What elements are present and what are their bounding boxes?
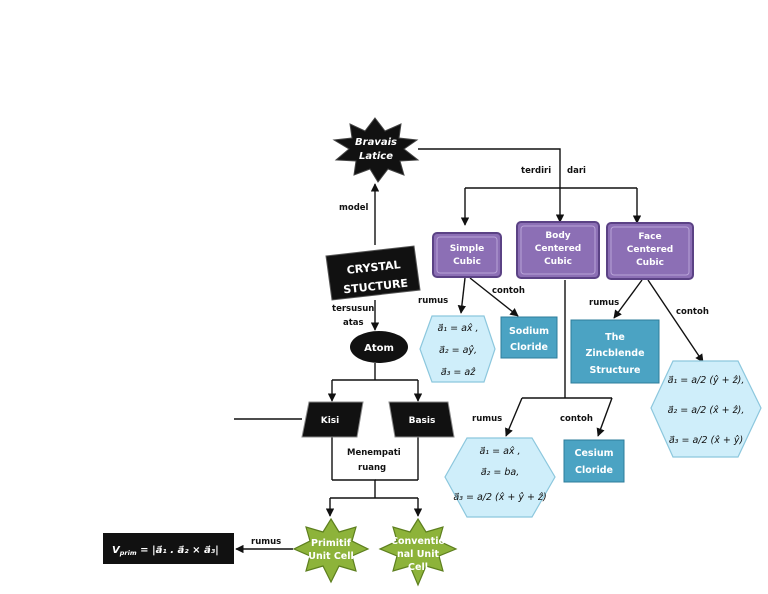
atom-node: Atom [350, 331, 408, 363]
label-terdiri: terdiri [521, 166, 551, 176]
label-rumus-fcc: rumus [589, 298, 619, 308]
conventional-line1: Conventio [391, 536, 445, 547]
sc-formula-1: a⃗₁ = ax̂ , [437, 323, 478, 334]
primitif-line1: Primitif [311, 538, 352, 549]
relation-labels: model terdiri dari tersusun atas Menempa… [251, 166, 709, 547]
basis-label: Basis [409, 416, 436, 426]
cesium-chloride-node: Cesium Cloride [563, 439, 625, 483]
sc-formula-3: a⃗₃ = aẑ [441, 367, 476, 378]
label-ruang: ruang [358, 463, 386, 473]
sodium-chloride-node: Sodium Cloride [500, 316, 558, 359]
svg-text:Vprim = |a⃗₁ . a⃗₂ × a⃗₃|: Vprim = |a⃗₁ . a⃗₂ × a⃗₃| [112, 545, 219, 557]
primitif-line2: Unit Cell [308, 551, 354, 562]
zincblende-line2: Zincblende [585, 348, 644, 359]
label-contoh-fcc: contoh [676, 307, 709, 317]
label-contoh-sc: contoh [492, 286, 525, 296]
volume-sub: prim [119, 549, 137, 557]
label-contoh-bcc: contoh [560, 414, 593, 424]
bravais-line2: Latice [359, 151, 393, 162]
bcc-line2: Centered [535, 244, 582, 254]
bcc-line3: Cubic [544, 257, 572, 267]
label-rumus-volume: rumus [251, 537, 281, 547]
crystal-line1: CRYSTAL [346, 258, 401, 277]
fcc-node: Face Centered Cubic [606, 222, 694, 280]
bcc-formula-2: a⃗₂ = ba, [481, 467, 520, 478]
label-tersusun: tersusun [332, 304, 374, 314]
fcc-line2: Centered [627, 245, 674, 255]
kisi-node: Kisi [301, 401, 364, 438]
label-rumus-bcc: rumus [472, 414, 502, 424]
bravais-lattice-node: Bravais Latice [332, 117, 420, 183]
conventional-unit-cell-node: Conventio nal Unit Cell [378, 517, 458, 587]
conventional-line2: nal Unit [397, 549, 439, 560]
bcc-formula-hexagon: a⃗₁ = ax̂ , a⃗₂ = ba, a⃗₃ = a/2 (x̂ + ŷ … [444, 437, 556, 518]
label-atas: atas [343, 318, 364, 328]
label-dari: dari [567, 166, 586, 176]
fcc-line1: Face [638, 232, 661, 242]
atom-label: Atom [364, 343, 394, 354]
zincblende-node: The Zincblende Structure [570, 319, 660, 384]
bcc-node: Body Centered Cubic [516, 221, 600, 279]
zincblende-line3: Structure [590, 365, 641, 376]
bcc-formula-3: a⃗₃ = a/2 (x̂ + ŷ + ẑ) [453, 492, 546, 503]
primitive-volume-formula: Vprim = |a⃗₁ . a⃗₂ × a⃗₃| [103, 533, 234, 564]
fcc-line3: Cubic [636, 258, 664, 268]
simple-cubic-line1: Simple [450, 244, 485, 254]
bcc-formula-1: a⃗₁ = ax̂ , [479, 446, 520, 457]
sodium-line1: Sodium [509, 326, 549, 337]
fcc-formula-hexagon: a⃗₁ = a/2 (ŷ + ẑ), a⃗₂ = a/2 (x̂ + ẑ), a… [650, 360, 762, 458]
bcc-line1: Body [545, 231, 570, 241]
volume-lhs: V [112, 545, 121, 556]
label-rumus-sc: rumus [418, 296, 448, 306]
cesium-line1: Cesium [575, 448, 614, 459]
cesium-line2: Cloride [575, 465, 613, 476]
label-menempati: Menempati [347, 448, 401, 458]
volume-rhs: = |a⃗₁ . a⃗₂ × a⃗₃| [137, 545, 219, 556]
sc-formula-2: a⃗₂ = aŷ, [439, 345, 477, 356]
label-model: model [339, 203, 369, 213]
connectors [234, 148, 704, 554]
zincblende-line1: The [605, 332, 625, 343]
sodium-line2: Cloride [510, 342, 548, 353]
simple-cubic-node: Simple Cubic [432, 232, 502, 278]
sc-formula-hexagon: a⃗₁ = ax̂ , a⃗₂ = aŷ, a⃗₃ = aẑ [419, 315, 496, 383]
crystal-structure-node: CRYSTAL STUCTURE [325, 245, 421, 301]
fcc-formula-3: a⃗₃ = a/2 (x̂ + ŷ) [669, 435, 743, 446]
conventional-line3: Cell [408, 562, 428, 573]
fcc-formula-2: a⃗₂ = a/2 (x̂ + ẑ), [668, 405, 745, 416]
fcc-formula-1: a⃗₁ = a/2 (ŷ + ẑ), [668, 375, 745, 386]
basis-node: Basis [388, 401, 455, 438]
bravais-line1: Bravais [355, 137, 397, 148]
kisi-label: Kisi [321, 416, 340, 426]
simple-cubic-line2: Cubic [453, 257, 481, 267]
primitif-unit-cell-node: Primitif Unit Cell [292, 517, 370, 584]
